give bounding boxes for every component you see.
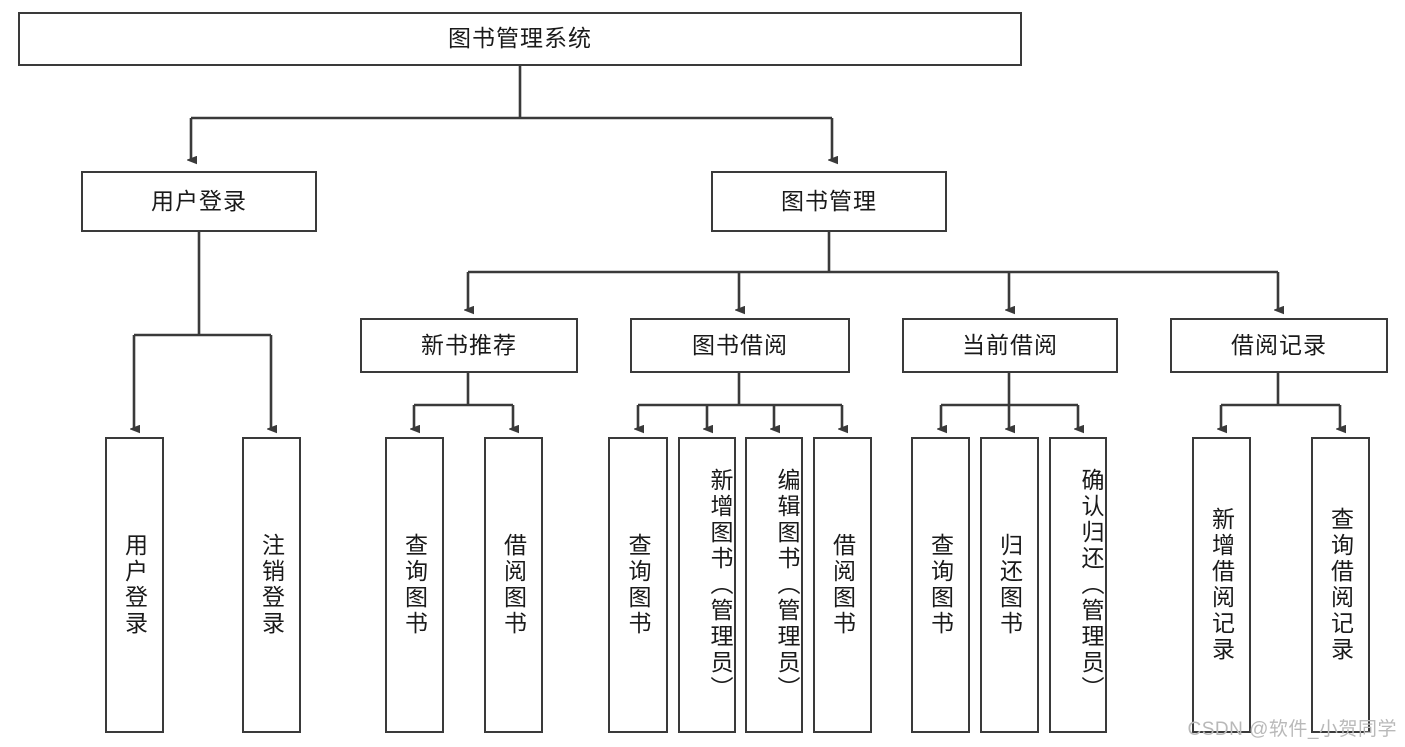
node-label: 归还图书 [996, 533, 1023, 637]
node-label: 查询借阅记录 [1327, 507, 1354, 663]
leaf-query-book-recommend[interactable]: 查询图书 [385, 437, 444, 733]
leaf-logout[interactable]: 注销登录 [242, 437, 301, 733]
node-label: 查询图书 [401, 533, 428, 637]
node-label: 当前借阅 [962, 331, 1058, 358]
node-current-borrow[interactable]: 当前借阅 [902, 318, 1118, 373]
node-label: 编辑图书（管理员） [774, 468, 800, 702]
leaf-add-borrow-record[interactable]: 新增借阅记录 [1192, 437, 1251, 733]
node-label: 查询图书 [927, 533, 954, 637]
node-label: 新增借阅记录 [1208, 507, 1235, 663]
node-label: 图书管理 [781, 187, 877, 214]
leaf-borrow-book-recommend[interactable]: 借阅图书 [484, 437, 543, 733]
node-label: 确认归还（管理员） [1078, 468, 1104, 702]
csdn-watermark: CSDN @软件_小贺同学 [1187, 719, 1397, 740]
leaf-return-book[interactable]: 归还图书 [980, 437, 1039, 733]
leaf-edit-book-admin[interactable]: 编辑图书（管理员） [745, 437, 803, 733]
node-label: 图书管理系统 [448, 25, 592, 52]
leaf-add-book-admin[interactable]: 新增图书（管理员） [678, 437, 736, 733]
node-label: 查询图书 [625, 533, 652, 637]
node-label: 新增图书（管理员） [707, 468, 733, 702]
node-label: 图书借阅 [692, 331, 788, 358]
leaf-borrow-book[interactable]: 借阅图书 [813, 437, 872, 733]
leaf-confirm-return-admin[interactable]: 确认归还（管理员） [1049, 437, 1107, 733]
node-label: 借阅记录 [1231, 331, 1327, 358]
node-label: 注销登录 [258, 533, 285, 637]
leaf-query-book-borrow[interactable]: 查询图书 [608, 437, 668, 733]
node-root-system[interactable]: 图书管理系统 [18, 12, 1022, 66]
node-new-book-recommend[interactable]: 新书推荐 [360, 318, 578, 373]
node-label: 用户登录 [121, 533, 148, 637]
leaf-query-borrow-record[interactable]: 查询借阅记录 [1311, 437, 1370, 733]
node-user-login[interactable]: 用户登录 [81, 171, 317, 232]
node-book-management[interactable]: 图书管理 [711, 171, 947, 232]
node-label: 新书推荐 [421, 331, 517, 358]
node-label: 用户登录 [151, 187, 247, 214]
node-borrow-record[interactable]: 借阅记录 [1170, 318, 1388, 373]
leaf-query-book-current[interactable]: 查询图书 [911, 437, 970, 733]
node-label: 借阅图书 [500, 533, 527, 637]
node-book-borrow[interactable]: 图书借阅 [630, 318, 850, 373]
node-label: 借阅图书 [829, 533, 856, 637]
leaf-user-login[interactable]: 用户登录 [105, 437, 164, 733]
